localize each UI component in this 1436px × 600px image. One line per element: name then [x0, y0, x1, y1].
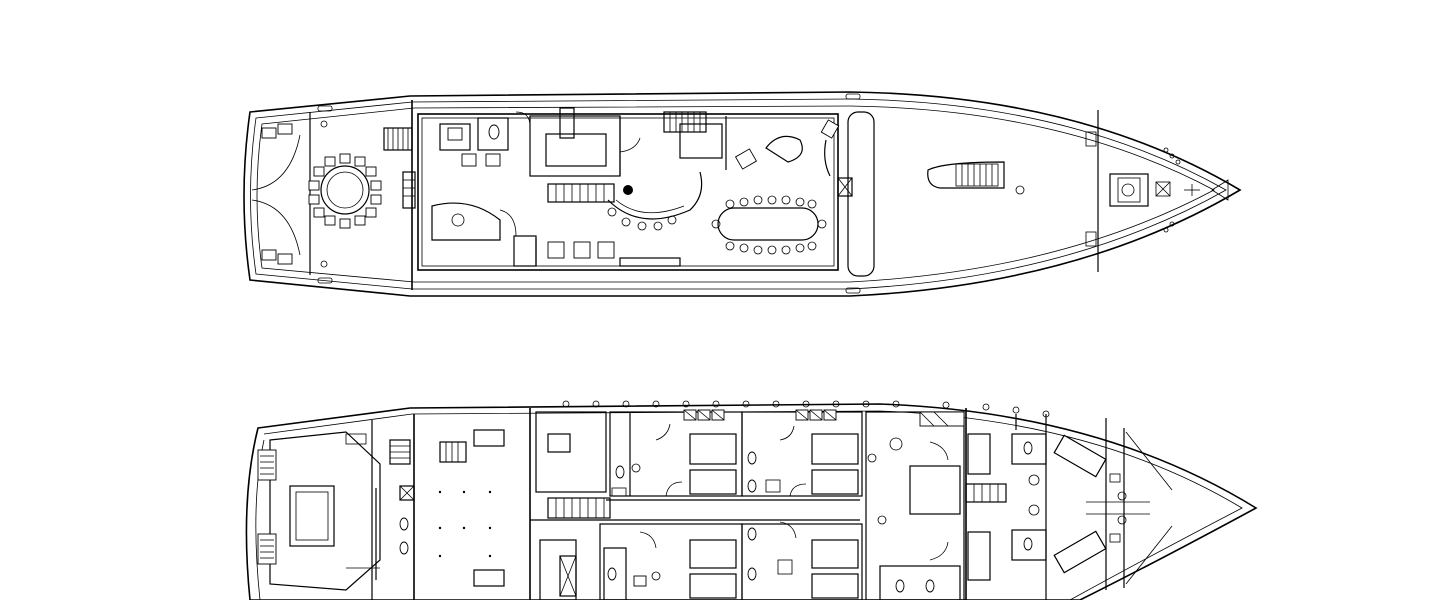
main-deck-foredeck [847, 110, 1229, 277]
guest-cabin-port-aft [609, 409, 743, 497]
lower-deck-crew-aft [389, 414, 415, 600]
lower-deck-aft-garage [257, 420, 381, 600]
main-deck-plan [243, 91, 1242, 297]
main-deck-aft-area [251, 112, 328, 275]
master-cabin [865, 411, 965, 600]
guest-cabin-port-fwd [741, 409, 863, 497]
guest-cabin-stbd-aft [599, 523, 743, 600]
guest-cabin-stbd-fwd [741, 521, 863, 600]
lower-deck-plan [245, 400, 1258, 600]
aft-round-dining-table [308, 153, 382, 229]
main-deck-cleats [317, 93, 861, 294]
salon-oval-dining-table [711, 195, 827, 255]
lower-deck-main-stair [530, 411, 860, 600]
main-deck-salon [417, 107, 839, 271]
lower-deck-portholes [562, 400, 1050, 418]
lower-deck-forward-crew [965, 408, 1047, 600]
main-deck-hull [243, 91, 1242, 297]
lower-deck-engine-room [438, 408, 531, 600]
main-deck-aft-stairs [383, 100, 416, 290]
salon-lounge-corner [734, 119, 853, 197]
lower-deck-bow-bunks [1053, 418, 1173, 590]
